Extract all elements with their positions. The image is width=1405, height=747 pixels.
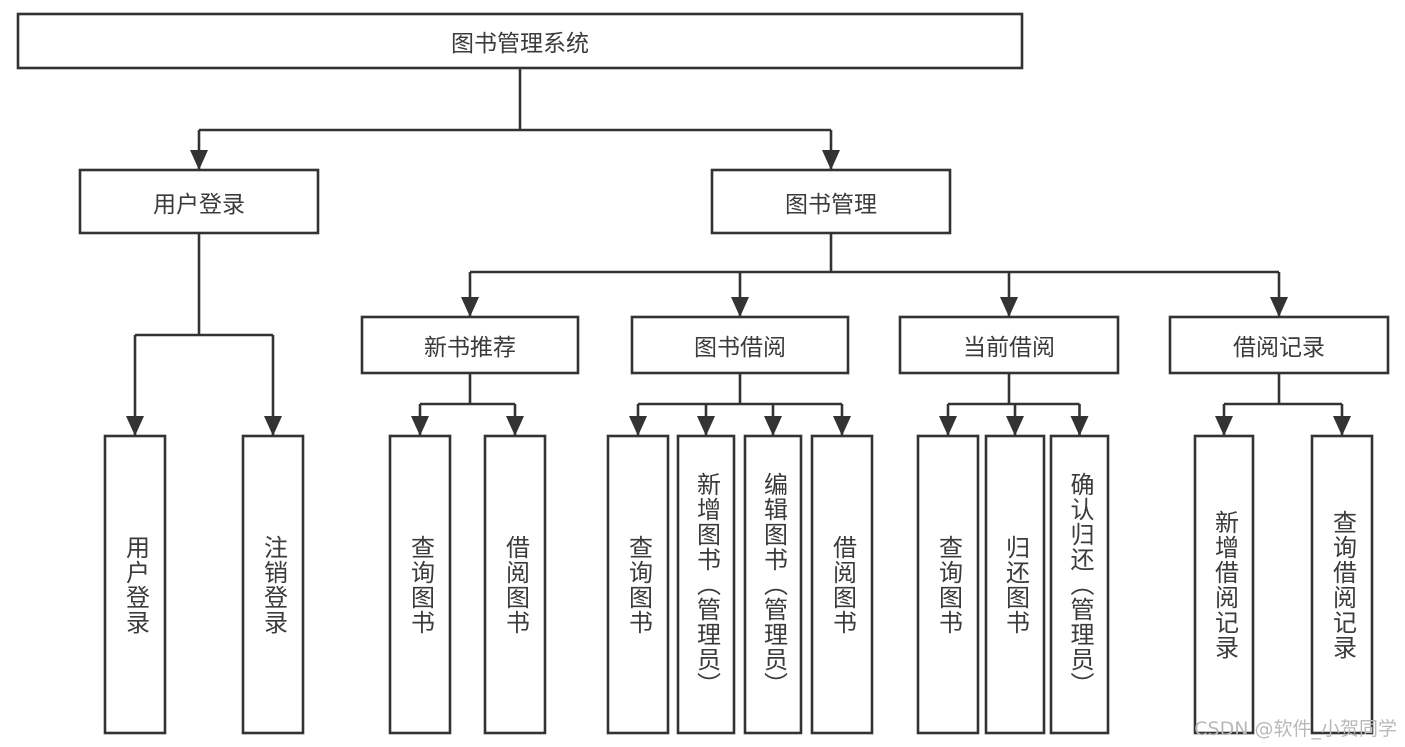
arrow-head-icon xyxy=(731,297,749,317)
arrow-head-icon xyxy=(939,416,957,436)
node-box-leaf-add-book[interactable] xyxy=(676,434,736,735)
arrow-head-icon xyxy=(764,416,782,436)
arrow-head-icon xyxy=(461,297,479,317)
arrow-head-icon xyxy=(697,416,715,436)
node-box-leaf-borrow-book-2[interactable] xyxy=(810,434,874,735)
node-box-borrow-record[interactable] xyxy=(1168,315,1390,375)
arrow-head-icon xyxy=(1270,297,1288,317)
node-box-leaf-logout[interactable] xyxy=(241,434,305,735)
node-box-leaf-query-record[interactable] xyxy=(1310,434,1374,735)
node-box-leaf-edit-book[interactable] xyxy=(743,434,803,735)
arrow-head-icon xyxy=(1000,297,1018,317)
node-box-leaf-query-book-2[interactable] xyxy=(606,434,670,735)
arrow-head-icon xyxy=(833,416,851,436)
node-box-leaf-borrow-book-1[interactable] xyxy=(483,434,547,735)
arrow-head-icon xyxy=(1006,416,1024,436)
node-box-leaf-query-book-3[interactable] xyxy=(916,434,980,735)
box-layer xyxy=(16,12,1390,735)
node-box-user-login[interactable] xyxy=(78,168,320,235)
node-box-current-borrow[interactable] xyxy=(898,315,1120,375)
node-box-new-book-rec[interactable] xyxy=(360,315,580,375)
arrow-head-icon xyxy=(190,150,208,170)
node-box-book-borrow[interactable] xyxy=(630,315,850,375)
node-box-book-manage[interactable] xyxy=(710,168,952,235)
node-box-leaf-add-record[interactable] xyxy=(1193,434,1255,735)
node-box-leaf-return-book[interactable] xyxy=(984,434,1046,735)
node-box-leaf-user-login[interactable] xyxy=(103,434,167,735)
arrow-head-icon xyxy=(126,416,144,436)
arrow-head-icon xyxy=(411,416,429,436)
arrow-head-icon xyxy=(264,416,282,436)
arrow-head-icon xyxy=(629,416,647,436)
arrow-head-icon xyxy=(1333,416,1351,436)
node-box-root[interactable] xyxy=(16,12,1024,70)
connector-layer xyxy=(126,68,1351,436)
node-box-leaf-query-book-1[interactable] xyxy=(388,434,452,735)
node-box-leaf-confirm-return[interactable] xyxy=(1049,434,1110,735)
arrow-head-icon xyxy=(506,416,524,436)
arrow-head-icon xyxy=(1215,416,1233,436)
arrow-head-icon xyxy=(822,150,840,170)
arrow-head-icon xyxy=(1070,416,1089,436)
